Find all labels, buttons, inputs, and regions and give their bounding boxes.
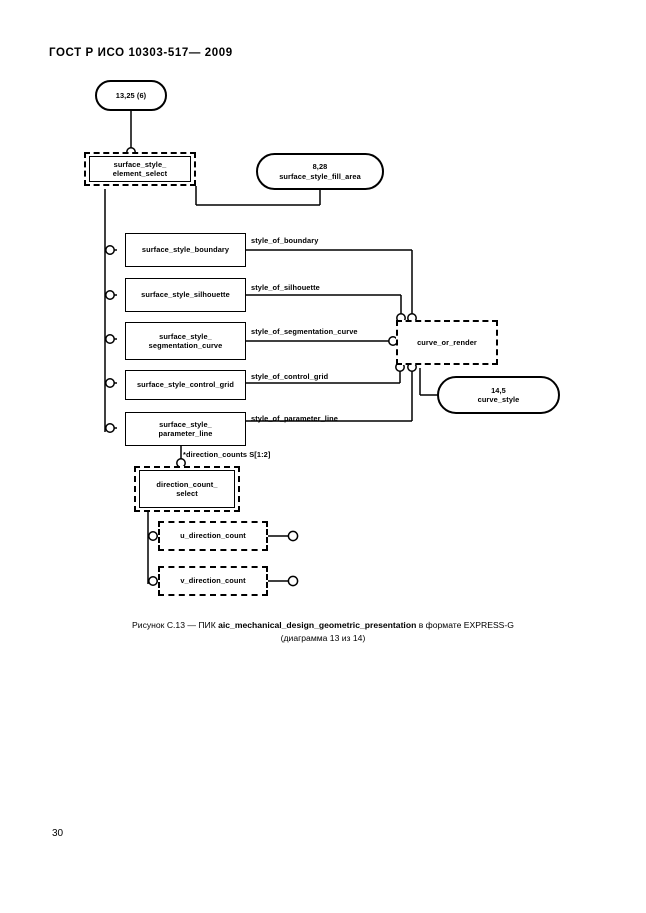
entity-label: v_direction_count [180,576,246,586]
entity-surface-style-control-grid[interactable]: surface_style_control_grid [125,370,246,400]
page-reference-label: 13,25 (6) [115,90,147,100]
entity-label: surface_style_control_grid [136,380,235,390]
page-reference-node-fill-area[interactable]: 8,28 surface_style_fill_area [256,153,384,190]
caption-line2: (диаграмма 13 из 14) [280,633,366,644]
entity-label: surface_style_boundary [141,245,230,255]
figure-caption: Рисунок С.13 — ПИК aic_mechanical_design… [0,619,646,646]
curve-style-label: curve_style [477,395,520,404]
relation-circle [148,576,158,586]
relation-circle [105,290,115,300]
page-reference-node-curve-style[interactable]: 14,5 curve_style [437,376,560,414]
caption-suffix: в формате EXPRESS-G [418,620,514,630]
page-number: 30 [52,828,64,839]
edge-label-style-of-silhouette: style_of_silhouette [251,283,320,292]
entity-label: surface_style_silhouette [141,290,230,300]
entity-v-direction-count[interactable]: v_direction_count [158,566,268,596]
select-node-surface-style-element-select[interactable]: surface_style_ element_select [84,152,196,186]
select-label-line2: element_select [112,169,168,178]
entity-label: surface_style_ [159,331,212,341]
relation-circle [287,575,299,587]
relation-circle [105,334,115,344]
entity-label: surface_style_ [159,419,212,429]
direction-select-line1: direction_count_ [156,479,218,489]
entity-label-2: parameter_line [158,429,213,438]
relation-circle [148,531,158,541]
relation-circle [105,423,115,433]
entity-label: u_direction_count [180,531,246,541]
edge-label-style-of-control-grid: style_of_control_grid [251,372,329,381]
caption-prefix: Рисунок С.13 — ПИК [132,620,216,630]
curve-style-ref: 14,5 [491,385,506,395]
caption-entity: aic_mechanical_design_geometric_presenta… [218,620,417,630]
entity-surface-style-parameter-line[interactable]: surface_style_ parameter_line [125,412,246,446]
entity-label-2: segmentation_curve [148,341,223,350]
relation-circle [105,245,115,255]
direction-select-line2: select [176,489,198,498]
edge-label-style-of-segmentation-curve: style_of_segmentation_curve [251,327,358,336]
edge-label-direction-counts: *direction_counts S[1:2] [183,450,271,459]
relation-circle [287,530,299,542]
page-reference-node-top[interactable]: 13,25 (6) [95,80,167,111]
relation-circle [105,378,115,388]
entity-surface-style-boundary[interactable]: surface_style_boundary [125,233,246,267]
fill-area-label: surface_style_fill_area [279,171,361,181]
entity-surface-style-segmentation-curve[interactable]: surface_style_ segmentation_curve [125,322,246,360]
entity-u-direction-count[interactable]: u_direction_count [158,521,268,551]
diagram-connectors [104,111,447,587]
fill-area-ref: 8,28 [312,162,328,172]
edge-label-style-of-parameter-line: style_of_parameter_line [251,414,338,423]
select-label-line1: surface_style_ [113,159,167,169]
page-header: ГОСТ Р ИСО 10303-517— 2009 [49,47,233,59]
express-g-diagram: 13,25 (6) surface_style_ element_select … [84,80,560,596]
curve-or-render-label: curve_or_render [417,337,477,347]
select-node-curve-or-render[interactable]: curve_or_render [396,320,498,365]
edge-label-style-of-boundary: style_of_boundary [251,236,319,245]
select-node-direction-count-select[interactable]: direction_count_ select [134,466,240,512]
entity-surface-style-silhouette[interactable]: surface_style_silhouette [125,278,246,312]
